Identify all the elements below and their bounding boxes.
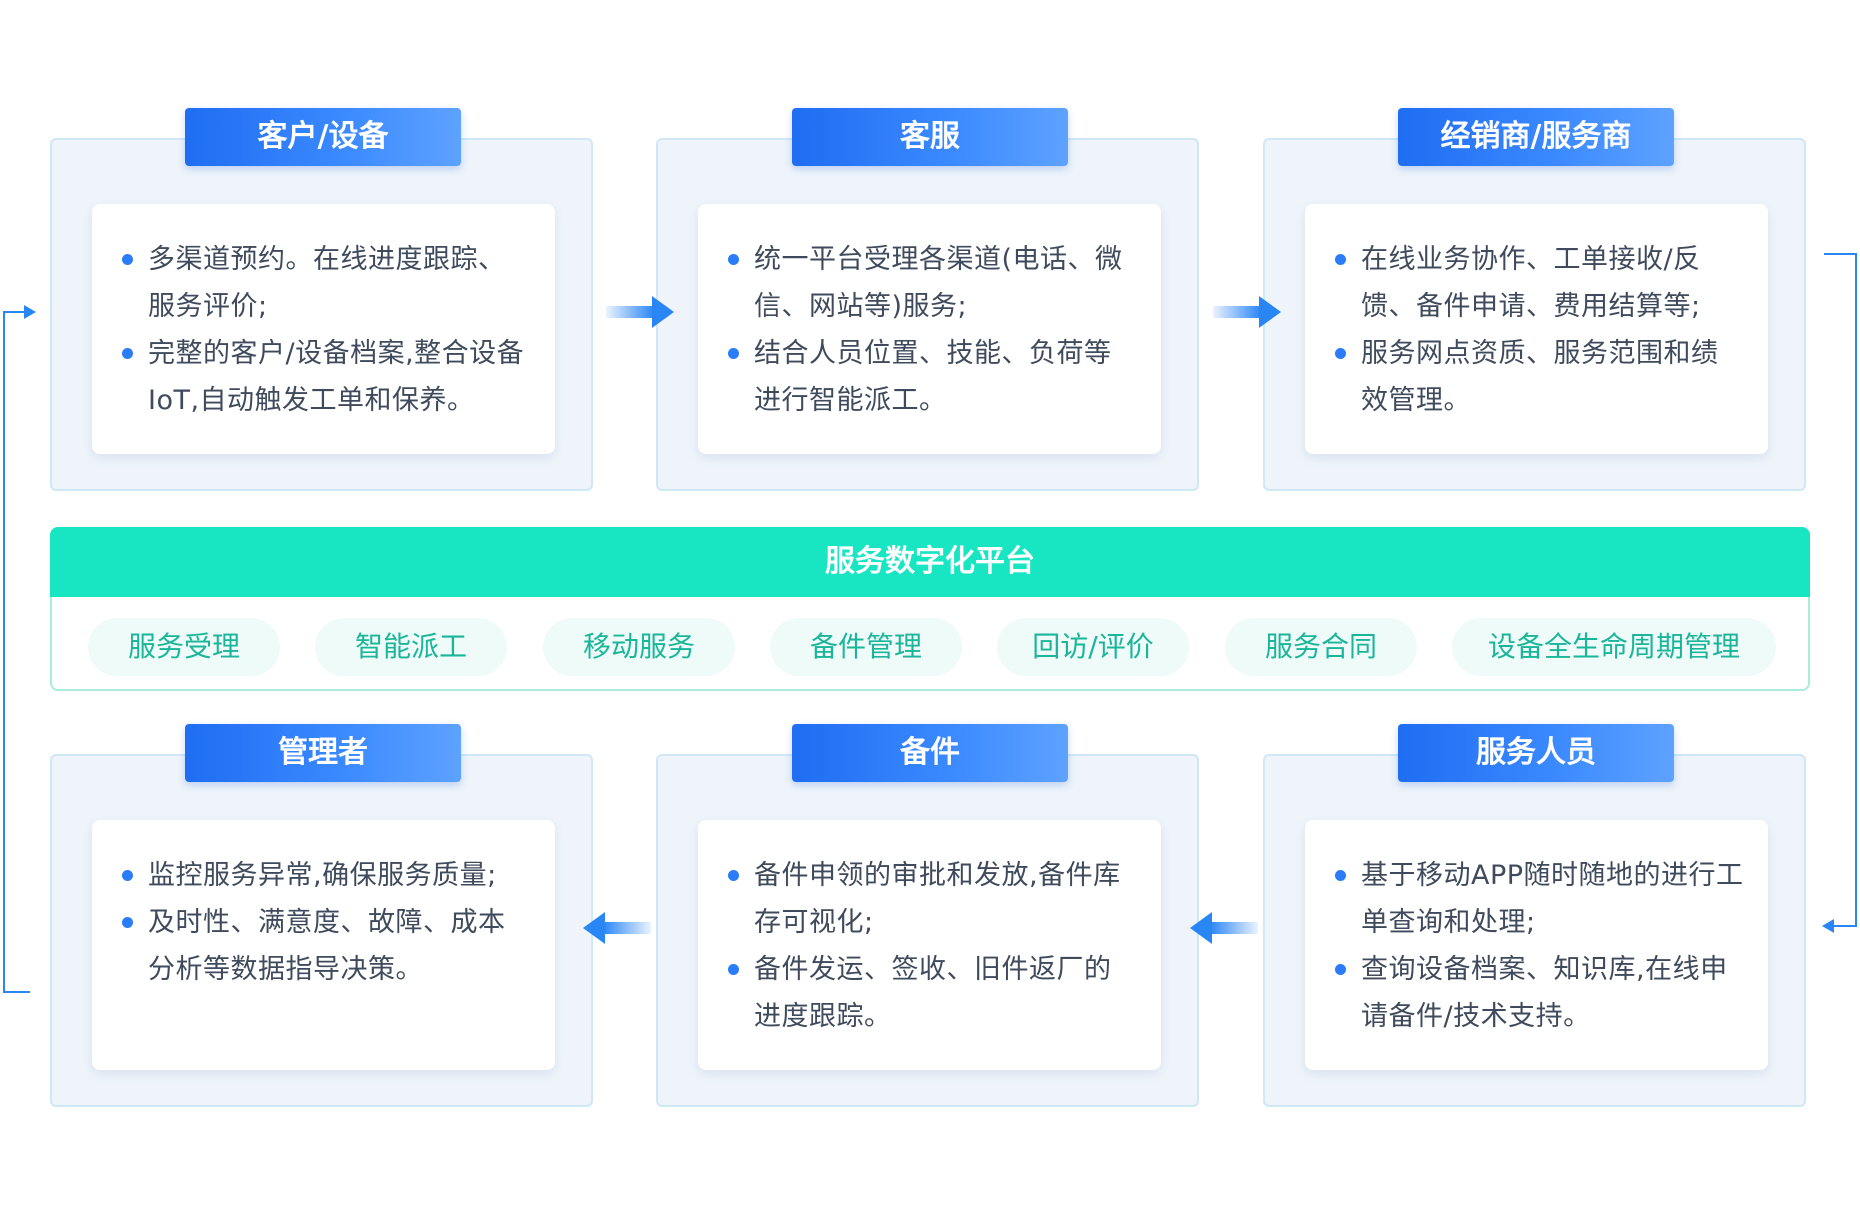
bullet-item: 备件申领的审批和发放,备件库存可视化; [726, 852, 1137, 946]
bullet-dot-icon [1335, 870, 1346, 881]
card-dealer-content: 在线业务协作、工单接收/反馈、备件申请、费用结算等; 服务网点资质、服务范围和绩… [1305, 204, 1768, 454]
flow-arrow-right-icon [606, 296, 674, 328]
left-loop-connector [3, 305, 36, 993]
module-service-intake: 服务受理 [88, 618, 280, 676]
card-customer-content: 多渠道预约。在线进度跟踪、服务评价; 完整的客户/设备档案,整合设备IoT,自动… [92, 204, 555, 454]
card-parts: 备件申领的审批和发放,备件库存可视化; 备件发运、签收、旧件返厂的进度跟踪。 [656, 754, 1199, 1107]
bullet-item: 监控服务异常,确保服务质量; [120, 852, 531, 899]
platform-title: 服务数字化平台 [50, 527, 1810, 597]
bullet-item: 基于移动APP随时随地的进行工单查询和处理; [1333, 852, 1744, 946]
bullet-dot-icon [728, 870, 739, 881]
module-mobile-service: 移动服务 [543, 618, 735, 676]
flow-arrow-left-icon [583, 912, 651, 944]
bullet-dot-icon [1335, 254, 1346, 265]
bullet-item: 及时性、满意度、故障、成本分析等数据指导决策。 [120, 899, 531, 993]
bullet-item: 服务网点资质、服务范围和绩效管理。 [1333, 330, 1744, 424]
right-loop-connector [1822, 253, 1857, 933]
bullet-dot-icon [728, 964, 739, 975]
bullet-dot-icon [122, 254, 133, 265]
flow-arrow-left-icon [1190, 912, 1258, 944]
bullet-item: 在线业务协作、工单接收/反馈、备件申请、费用结算等; [1333, 236, 1744, 330]
card-dealer: 在线业务协作、工单接收/反馈、备件申请、费用结算等; 服务网点资质、服务范围和绩… [1263, 138, 1806, 491]
module-follow-up: 回访/评价 [997, 618, 1189, 676]
module-lifecycle: 设备全生命周期管理 [1452, 618, 1776, 676]
card-dealer-title: 经销商/服务商 [1398, 108, 1674, 166]
card-service-desk: 统一平台受理各渠道(电话、微信、网站等)服务; 结合人员位置、技能、负荷等进行智… [656, 138, 1199, 491]
bullet-dot-icon [1335, 348, 1346, 359]
service-platform: 服务数字化平台 服务受理 智能派工 移动服务 备件管理 回访/评价 服务合同 设… [50, 527, 1810, 691]
bullet-item: 查询设备档案、知识库,在线申请备件/技术支持。 [1333, 946, 1744, 1040]
bullet-dot-icon [122, 870, 133, 881]
card-parts-content: 备件申领的审批和发放,备件库存可视化; 备件发运、签收、旧件返厂的进度跟踪。 [698, 820, 1161, 1070]
card-parts-title: 备件 [792, 724, 1068, 782]
bullet-dot-icon [728, 254, 739, 265]
bullet-dot-icon [122, 348, 133, 359]
card-customer-title: 客户/设备 [185, 108, 461, 166]
bullet-item: 多渠道预约。在线进度跟踪、服务评价; [120, 236, 531, 330]
card-service-desk-title: 客服 [792, 108, 1068, 166]
bullet-dot-icon [122, 917, 133, 928]
bullet-dot-icon [728, 348, 739, 359]
module-smart-dispatch: 智能派工 [315, 618, 507, 676]
flow-arrow-right-icon [1213, 296, 1281, 328]
bullet-dot-icon [1335, 964, 1346, 975]
card-customer: 多渠道预约。在线进度跟踪、服务评价; 完整的客户/设备档案,整合设备IoT,自动… [50, 138, 593, 491]
bullet-item: 结合人员位置、技能、负荷等进行智能派工。 [726, 330, 1137, 424]
card-technician: 基于移动APP随时随地的进行工单查询和处理; 查询设备档案、知识库,在线申请备件… [1263, 754, 1806, 1107]
card-manager-title: 管理者 [185, 724, 461, 782]
card-service-desk-content: 统一平台受理各渠道(电话、微信、网站等)服务; 结合人员位置、技能、负荷等进行智… [698, 204, 1161, 454]
module-service-contract: 服务合同 [1225, 618, 1417, 676]
card-manager: 监控服务异常,确保服务质量; 及时性、满意度、故障、成本分析等数据指导决策。 [50, 754, 593, 1107]
card-technician-content: 基于移动APP随时随地的进行工单查询和处理; 查询设备档案、知识库,在线申请备件… [1305, 820, 1768, 1070]
bullet-item: 统一平台受理各渠道(电话、微信、网站等)服务; [726, 236, 1137, 330]
card-manager-content: 监控服务异常,确保服务质量; 及时性、满意度、故障、成本分析等数据指导决策。 [92, 820, 555, 1070]
module-parts-management: 备件管理 [770, 618, 962, 676]
card-technician-title: 服务人员 [1398, 724, 1674, 782]
bullet-item: 完整的客户/设备档案,整合设备IoT,自动触发工单和保养。 [120, 330, 531, 424]
bullet-item: 备件发运、签收、旧件返厂的进度跟踪。 [726, 946, 1137, 1040]
